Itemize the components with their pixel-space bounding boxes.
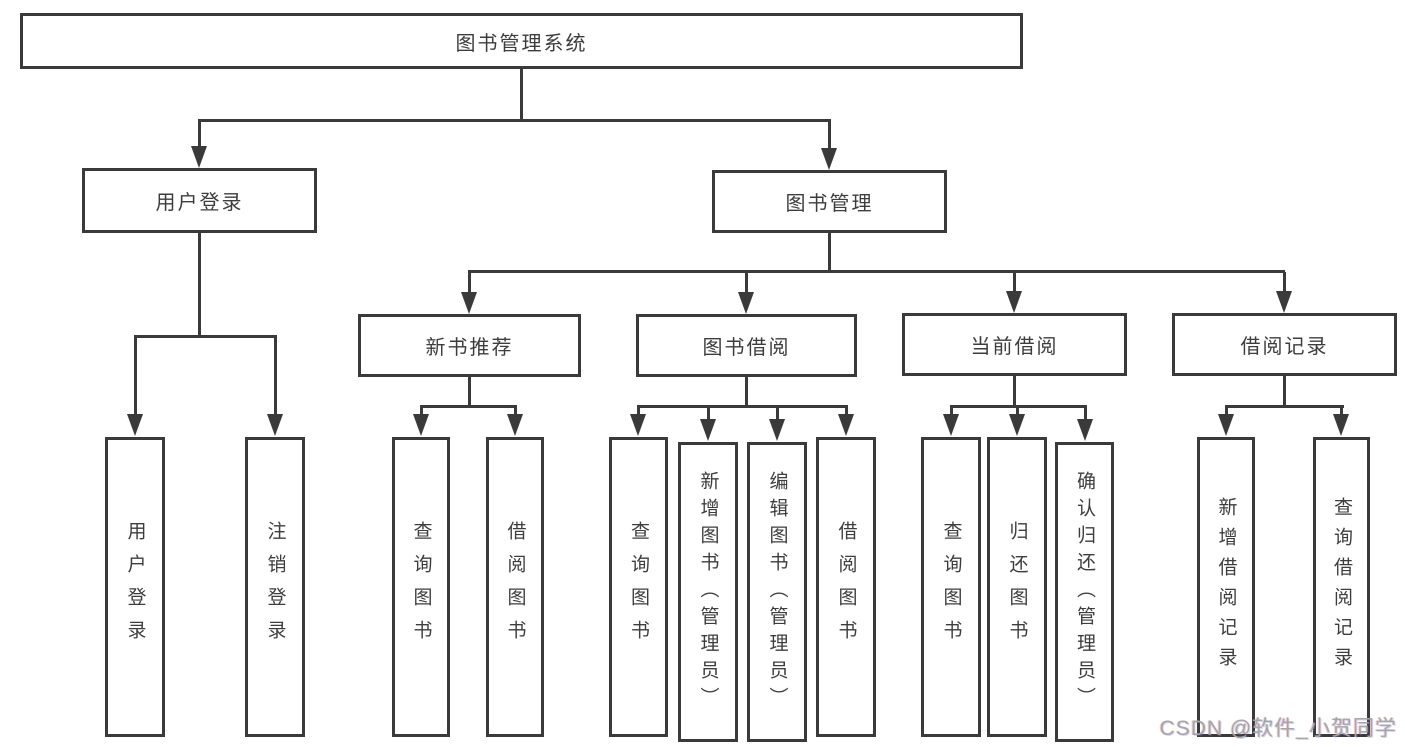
arrow-to-new-book-recommend	[461, 272, 477, 314]
node-book-borrow: 图书借阅	[636, 314, 857, 377]
arrow-to-book-management	[821, 120, 837, 170]
leaf-label: 借阅图书	[504, 521, 526, 653]
connector-book-management-stem	[828, 233, 831, 273]
connector-root-stem	[520, 69, 523, 120]
leaf-label: 归还图书	[1006, 521, 1028, 653]
leaf-label: 查询图书	[410, 521, 432, 653]
arrow-to-leaf-add-book	[700, 407, 716, 441]
node-label: 图书管理系统	[455, 32, 588, 55]
leaf-borrow-books-2: 借阅图书	[816, 437, 876, 737]
node-user-login: 用户登录	[82, 168, 317, 233]
node-label: 当前借阅	[970, 336, 1059, 358]
node-label: 图书管理	[785, 193, 874, 215]
leaf-label: 确认归还（管理员）	[1074, 470, 1095, 714]
leaf-logout: 注销登录	[245, 437, 305, 737]
connector-borrow-records-branch	[1225, 405, 1344, 408]
leaf-label: 新增图书（管理员）	[697, 470, 719, 714]
node-label: 图书借阅	[702, 337, 791, 359]
arrow-to-leaf-user-login	[127, 336, 143, 436]
leaf-label: 编辑图书（管理员）	[766, 470, 788, 714]
connector-new-books-branch	[420, 405, 517, 408]
leaf-user-login: 用户登录	[105, 437, 165, 737]
arrow-to-leaf-query-books-1	[413, 407, 429, 436]
arrow-to-leaf-logout	[267, 336, 283, 436]
arrow-to-leaf-edit-book	[769, 407, 785, 441]
node-library-management-system: 图书管理系统	[20, 13, 1023, 69]
arrow-to-borrow-records	[1276, 272, 1292, 313]
node-label: 用户登录	[155, 192, 244, 214]
connector-level3-branch	[468, 270, 1285, 273]
leaf-confirm-return-admin: 确认归还（管理员）	[1055, 442, 1114, 742]
connector-user-login-stem	[198, 233, 201, 338]
arrow-to-book-borrow	[738, 272, 754, 314]
arrow-to-leaf-borrow-books-1	[507, 407, 523, 436]
node-borrow-records: 借阅记录	[1172, 313, 1397, 376]
leaf-label: 查询借阅记录	[1331, 497, 1352, 677]
leaf-edit-book-admin: 编辑图书（管理员）	[747, 442, 807, 742]
node-book-management: 图书管理	[712, 170, 947, 233]
leaf-query-books-3: 查询图书	[921, 437, 981, 737]
leaf-label: 查询图书	[628, 521, 649, 653]
connector-book-borrow-stem	[745, 377, 748, 408]
leaf-borrow-books-1: 借阅图书	[486, 437, 544, 737]
connector-current-borrow-stem	[1013, 376, 1016, 408]
leaf-query-books-2: 查询图书	[609, 437, 668, 737]
arrow-to-leaf-query-record	[1333, 407, 1349, 436]
leaf-label: 借阅图书	[835, 521, 857, 653]
leaf-label: 查询图书	[940, 521, 962, 653]
csdn-watermark: CSDN @软件_小贺同学	[1159, 717, 1397, 740]
leaf-add-book-admin: 新增图书（管理员）	[678, 442, 738, 742]
arrow-to-user-login	[191, 120, 207, 168]
arrow-to-leaf-confirm-return	[1077, 407, 1093, 441]
leaf-add-borrow-record: 新增借阅记录	[1197, 437, 1255, 737]
leaf-query-borrow-record: 查询借阅记录	[1313, 437, 1370, 737]
arrow-to-current-borrow	[1006, 272, 1022, 313]
arrow-to-leaf-return-book	[1009, 407, 1025, 436]
leaf-label: 新增借阅记录	[1215, 497, 1237, 677]
node-label: 借阅记录	[1240, 336, 1329, 358]
arrow-to-leaf-add-record	[1218, 407, 1234, 436]
leaf-query-books-1: 查询图书	[392, 437, 450, 737]
node-new-book-recommend: 新书推荐	[358, 314, 581, 377]
arrow-to-leaf-query-books-2	[630, 407, 646, 436]
connector-current-borrow-branch	[950, 405, 1087, 408]
leaf-label: 用户登录	[124, 521, 146, 653]
connector-root-branch	[198, 119, 831, 122]
node-current-borrow: 当前借阅	[902, 313, 1127, 376]
connector-borrow-records-stem	[1283, 376, 1286, 408]
node-label: 新书推荐	[425, 337, 514, 359]
leaf-label: 注销登录	[264, 521, 286, 653]
arrow-to-leaf-borrow-books-2	[838, 407, 854, 436]
connector-new-books-stem	[468, 377, 471, 408]
leaf-return-book: 归还图书	[987, 437, 1047, 737]
arrow-to-leaf-query-books-3	[943, 407, 959, 436]
connector-user-login-branch	[134, 335, 277, 338]
connector-book-borrow-branch	[637, 405, 848, 408]
